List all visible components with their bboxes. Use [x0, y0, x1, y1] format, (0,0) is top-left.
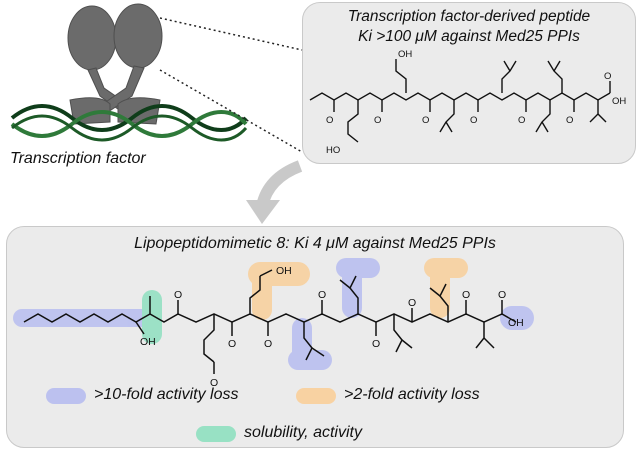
atom-label: O	[210, 377, 218, 389]
highlight-leu2-branch	[336, 258, 380, 278]
atom-label: O	[422, 115, 429, 126]
legend-blue-swatch	[46, 388, 86, 404]
highlight-c-terminus	[500, 306, 534, 330]
atom-label: O	[318, 289, 326, 301]
atom-label: O	[264, 338, 272, 350]
legend-orange-swatch	[296, 388, 336, 404]
atom-label: OH	[612, 96, 626, 107]
highlight-leu4-branch	[424, 258, 468, 278]
atom-label: O	[462, 289, 470, 301]
protein-cartoon	[67, 3, 163, 125]
atom-label: O	[228, 338, 236, 350]
atom-label: OH	[140, 336, 156, 348]
atom-label: O	[174, 289, 182, 301]
legend-green-swatch	[196, 426, 236, 442]
lipopeptidomimetic-title: Lipopeptidomimetic 8: Ki 4 μM against Me…	[134, 235, 496, 252]
atom-label: O	[498, 289, 506, 301]
atom-label: OH	[276, 265, 292, 277]
protein-domain-right	[113, 3, 163, 69]
highlight-leu1-branch	[288, 350, 332, 370]
highlight-asp-chain	[252, 262, 272, 320]
atom-label: HO	[326, 145, 340, 156]
atom-label: O	[372, 338, 380, 350]
lipopeptidomimetic-structure	[23, 269, 517, 374]
atom-label: O	[374, 115, 381, 126]
lipopeptidomimetic-panel	[6, 226, 624, 448]
transcription-factor-label: Transcription factor	[10, 150, 146, 167]
legend-orange-label: >2-fold activity loss	[344, 386, 480, 403]
zoom-line-top	[159, 17, 303, 51]
protein-domain-left	[67, 5, 117, 71]
zoom-line-bottom	[159, 69, 303, 153]
dna-double-helix	[10, 104, 248, 142]
legend-swatches	[46, 388, 336, 442]
atom-label: O	[408, 297, 416, 309]
native-peptide-panel	[302, 2, 636, 164]
atom-label: O	[518, 115, 525, 126]
atom-label: O	[566, 115, 573, 126]
native-peptide-atom-labels: O O O O O O O OH OH HO	[326, 49, 626, 156]
legend-green-label: solubility, activity	[244, 424, 362, 441]
atom-label: O	[470, 115, 477, 126]
lipopeptidomimetic-atom-labels: OH O O O O O O O O OH OH O	[140, 265, 524, 389]
legend-blue-label: >10-fold activity loss	[94, 386, 239, 403]
native-peptide-title: Transcription factor-derived peptide	[347, 8, 591, 25]
atom-label: O	[604, 71, 611, 82]
native-peptide-structure	[309, 59, 611, 143]
highlight-hydroxyl	[142, 290, 162, 344]
atom-label: OH	[508, 317, 524, 329]
native-peptide-ki: Ki >100 μM against Med25 PPIs	[358, 28, 580, 45]
atom-label: O	[326, 115, 333, 126]
atom-label: OH	[398, 49, 412, 60]
transition-arrow	[246, 160, 303, 224]
